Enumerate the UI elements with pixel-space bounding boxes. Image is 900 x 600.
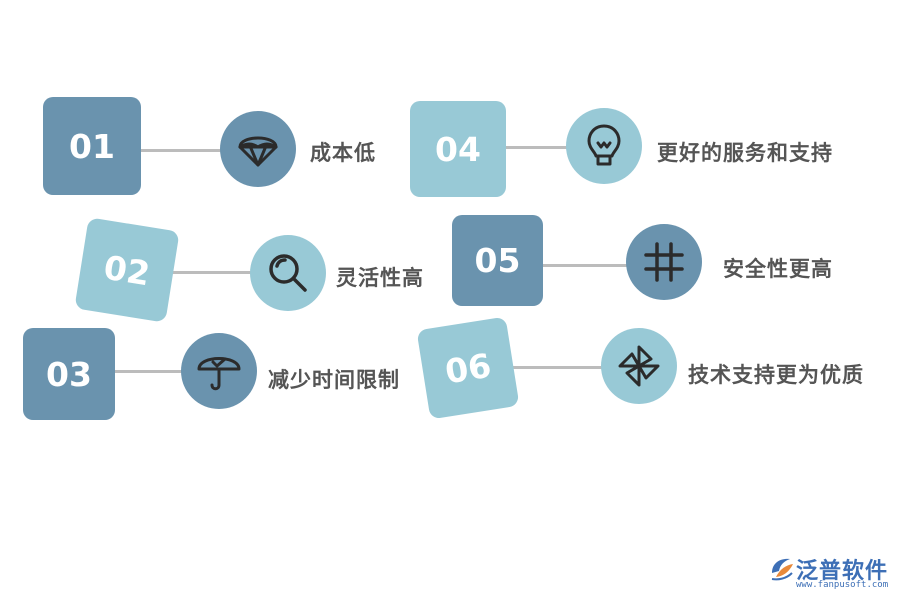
hashtag-icon: [626, 224, 702, 300]
parachute-icon: [220, 111, 296, 187]
lightbulb-icon: [566, 108, 642, 184]
connector-line: [538, 264, 636, 267]
feature-label: 成本低: [310, 141, 376, 165]
feature-label: 灵活性高: [336, 266, 424, 290]
connector-line: [505, 366, 615, 369]
logo-url: www.fanpusoft.com: [796, 580, 889, 590]
connector-line: [135, 149, 230, 152]
company-logo: 泛普软件 www.fanpusoft.com: [768, 553, 893, 593]
number-badge: 05: [452, 215, 543, 306]
feature-label: 更好的服务和支持: [657, 141, 833, 165]
logo-name: 泛普软件: [796, 559, 889, 584]
logo-mark-icon: [771, 558, 793, 581]
number-badge: 04: [410, 101, 506, 197]
umbrella-icon: [181, 333, 257, 409]
number-badge: 02: [74, 217, 180, 323]
number-badge: 03: [23, 328, 115, 420]
connector-line: [110, 370, 190, 373]
pinwheel-icon: [601, 328, 677, 404]
magnifier-icon: [250, 235, 326, 311]
number-badge: 06: [416, 316, 520, 420]
feature-label: 技术支持更为优质: [688, 363, 864, 387]
feature-label: 减少时间限制: [268, 368, 400, 392]
feature-label: 安全性更高: [723, 257, 833, 281]
connector-line: [500, 146, 578, 149]
number-badge: 01: [43, 97, 141, 195]
connector-line: [170, 271, 258, 274]
